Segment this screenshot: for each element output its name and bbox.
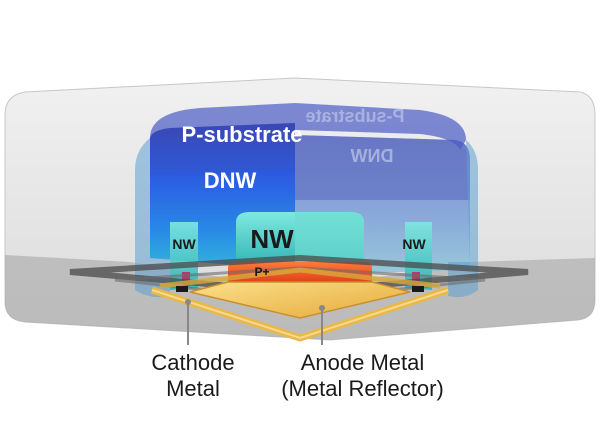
nw-right-label: NW [402, 236, 426, 252]
cathode-metal-caption: Cathode Metal [148, 350, 238, 402]
cathode-metal-frame [150, 267, 450, 342]
contact-vias [176, 286, 424, 292]
nw-left-region [170, 222, 198, 290]
anode-metal-plate [189, 281, 411, 319]
anode-leader-line [319, 305, 325, 345]
cathode-caption-line2: Metal [166, 376, 220, 401]
p-substrate-mirror-label: P-substrate [305, 106, 404, 126]
cylinder-side-walls [135, 138, 478, 298]
anode-metal-caption: Anode Metal (Metal Reflector) [270, 350, 455, 402]
p-substrate-label: P-substrate [181, 122, 302, 147]
anode-caption-line2: (Metal Reflector) [281, 376, 444, 401]
cathode-leader-line [185, 299, 191, 345]
nw-left-label: NW [172, 236, 196, 252]
p-plus-label: P+ [254, 265, 269, 279]
cathode-caption-line1: Cathode [151, 350, 235, 375]
anode-caption-line1: Anode Metal [300, 350, 425, 375]
nw-center-region [236, 212, 364, 268]
dnw-label: DNW [204, 168, 257, 193]
dnw-mirror-label: DNW [351, 146, 394, 166]
cylinder-rim [150, 103, 466, 152]
nw-center-label: NW [250, 224, 294, 254]
